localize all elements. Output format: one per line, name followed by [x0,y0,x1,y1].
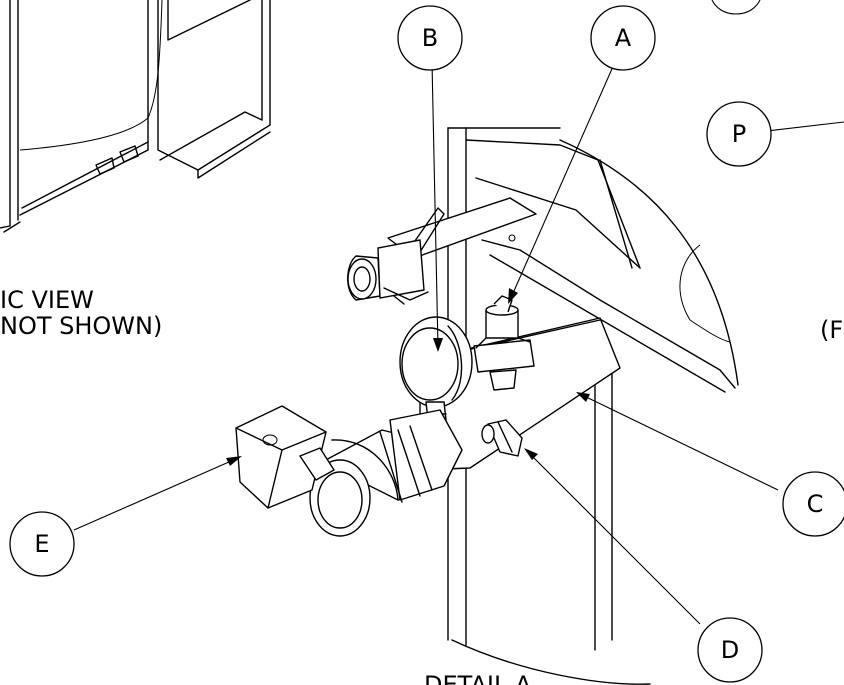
callout-a: A [590,5,656,71]
leader-lines [73,61,844,625]
sensor-block [235,405,335,509]
upper-pipe-bar [347,197,537,305]
callout-b: B [397,5,463,71]
view-label-line2: NOT SHOWN) [0,312,163,340]
callout-a-label: A [615,24,632,52]
callout-c: C [782,471,844,537]
view-label-line1: IC VIEW [0,286,94,314]
isometric-frame-view [0,0,271,233]
callout-e: E [9,511,75,577]
side-label-fragment: (F [820,316,844,344]
callout-top-partial [711,0,761,15]
callout-p-label: P [732,120,746,148]
hose-barb-fitting [481,419,523,457]
pressure-relief-valve [473,295,535,391]
callout-d-label: D [721,636,739,664]
callout-e-label: E [34,530,49,558]
quick-coupling [309,409,463,537]
callout-b-label: B [422,24,438,52]
callout-d: D [697,617,763,683]
callout-p: P [706,101,772,167]
detail-label: DETAIL A [424,673,531,685]
callout-c-label: C [807,490,824,518]
